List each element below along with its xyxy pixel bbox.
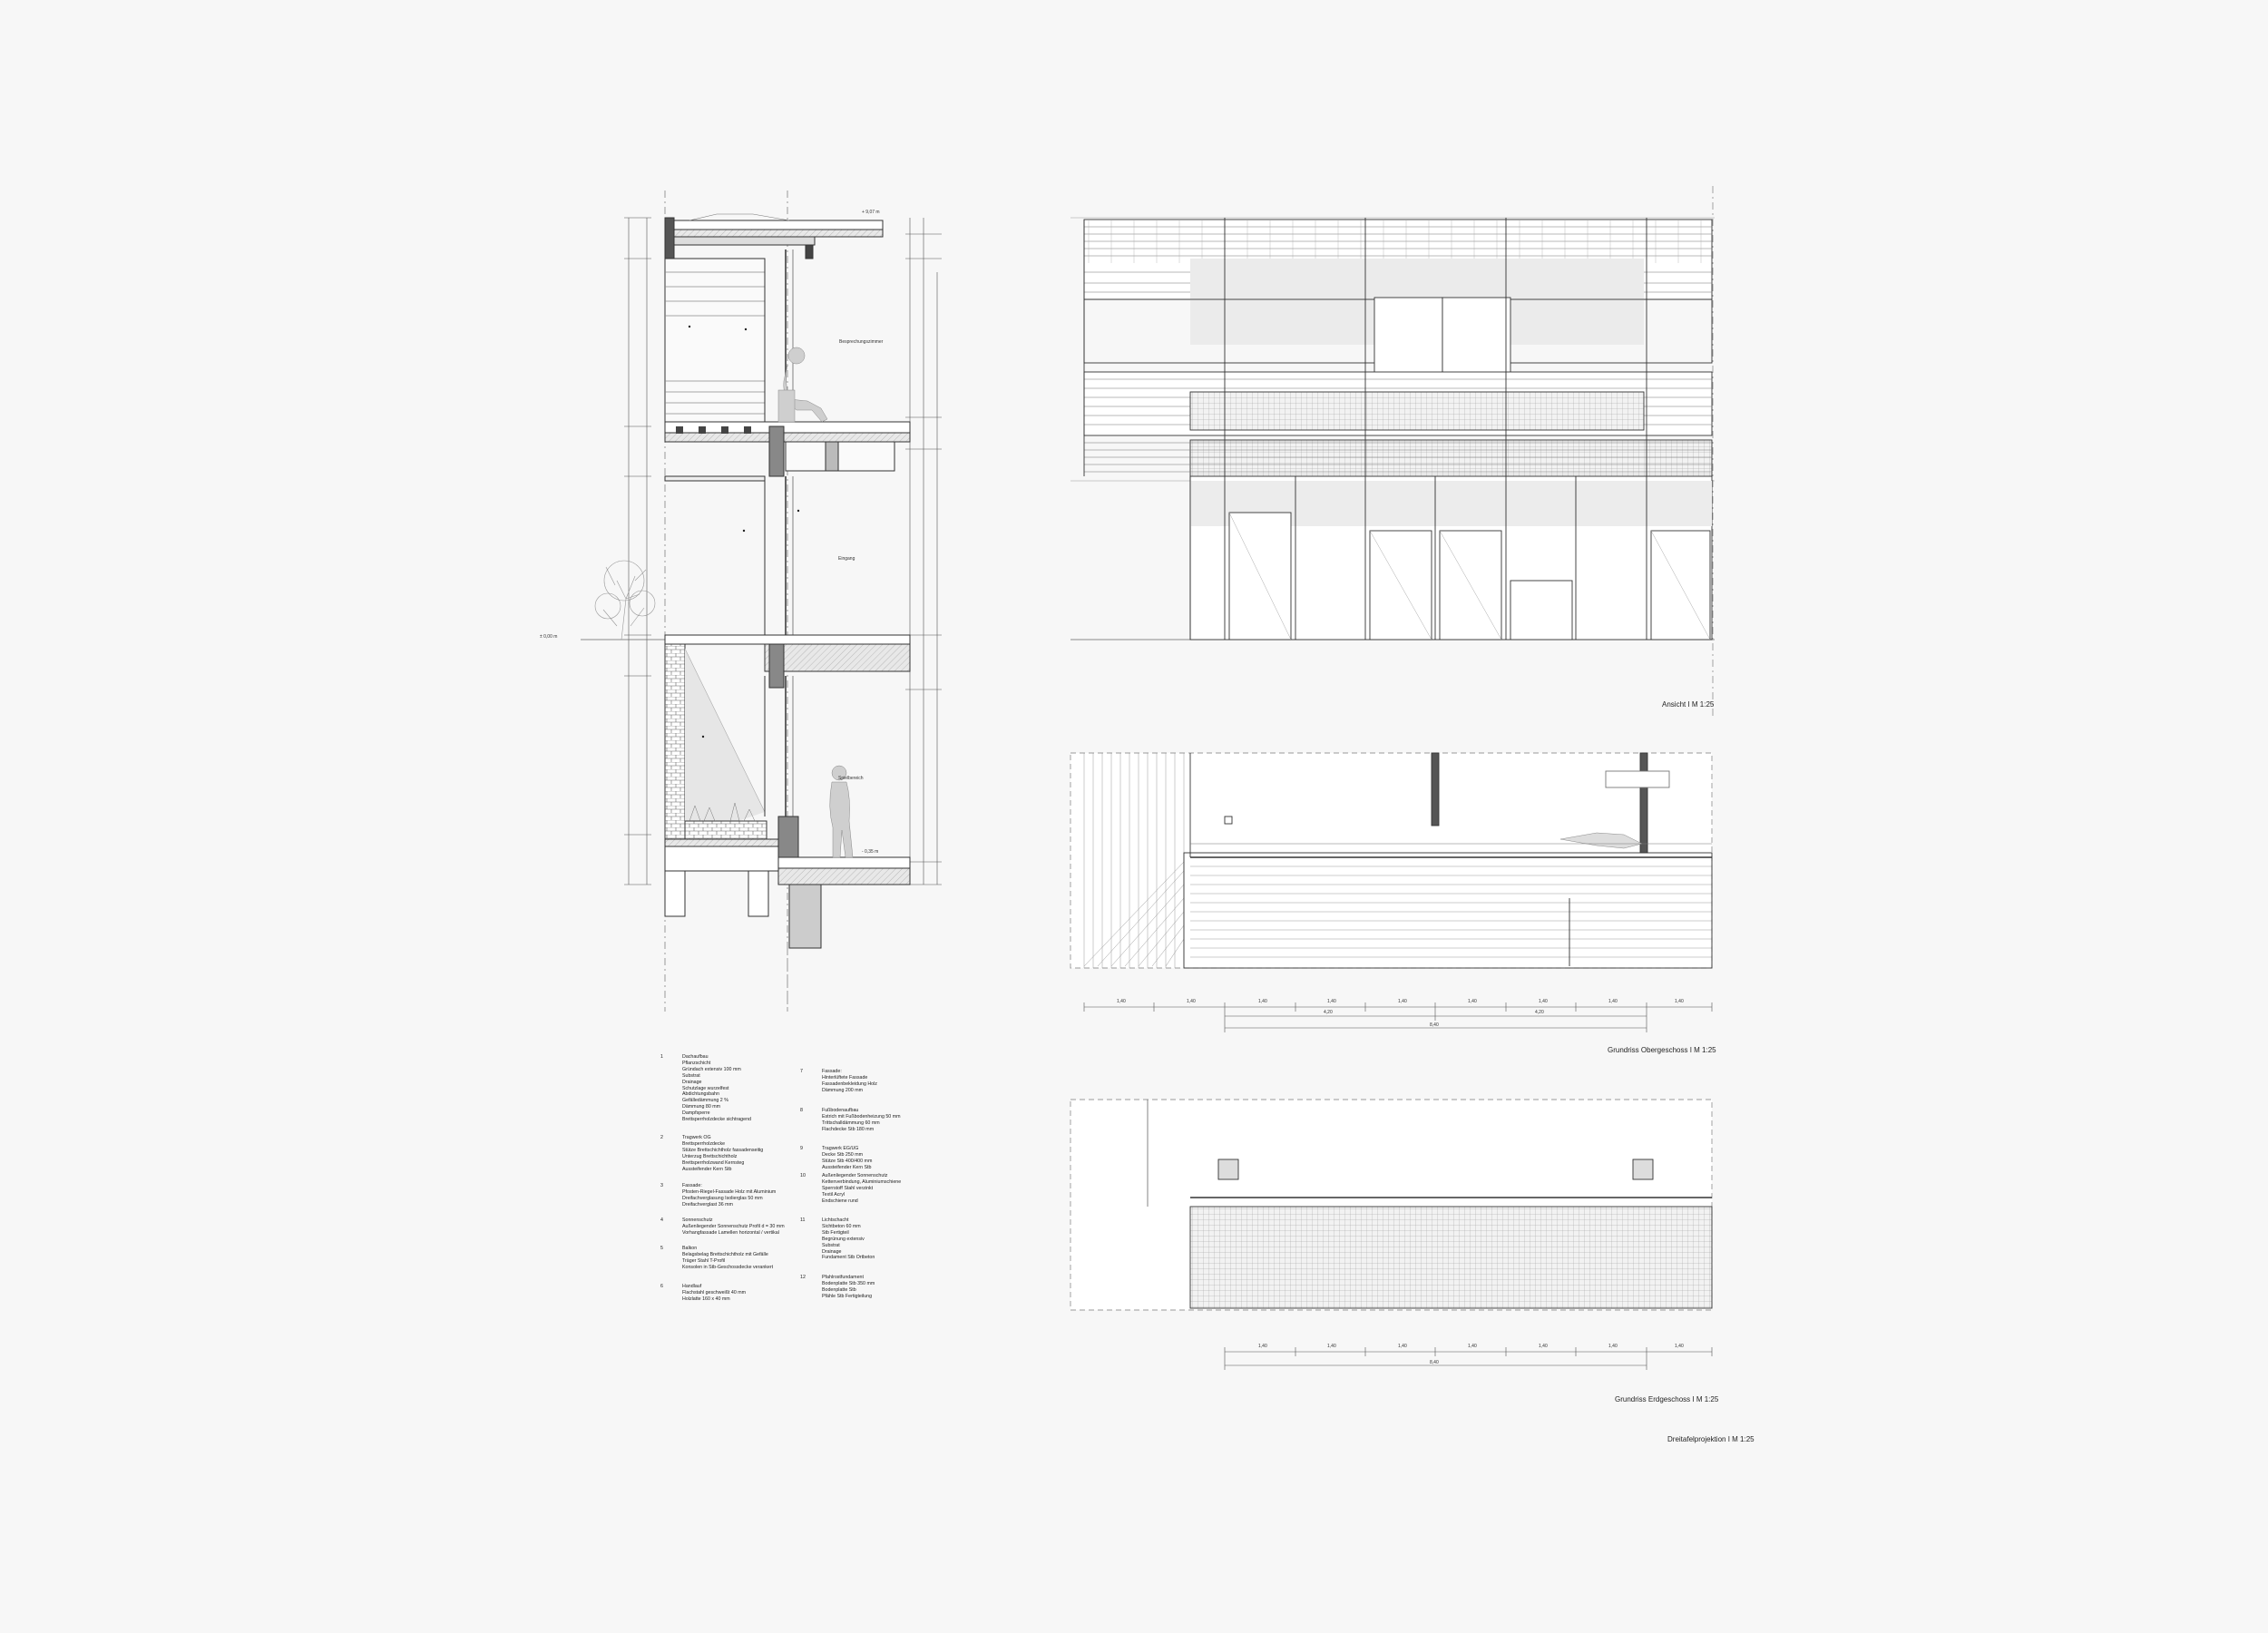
dimension-label-total: 8,40 [1430,1022,1439,1028]
dimension-label: 1,40 [1675,999,1684,1004]
wall-section-drawing [581,191,942,1012]
level-mark-ground: ± 0,00 m [540,634,558,640]
elevation-drawing [1070,186,1715,717]
level-mark-basement: - 0,35 m [862,849,879,855]
room-label-eingang: Eingang [838,556,855,562]
person-sitting-figure [777,347,828,423]
dimension-label: 1,40 [1608,1344,1618,1349]
upper-plan-title: Grundriss Obergeschoss I M 1:25 [1608,1046,1716,1054]
room-label-besprechungszimmer: Besprechungszimmer [839,339,884,345]
level-mark-roof: + 9,07 m [862,210,880,215]
dimension-label: 1,40 [1258,999,1267,1004]
dimension-label: 1,40 [1327,1344,1336,1349]
dimension-label: 1,40 [1398,1344,1407,1349]
elevation-title: Ansicht I M 1:25 [1662,700,1715,709]
dimension-label: 1,40 [1675,1344,1684,1349]
dimension-label: 1,40 [1187,999,1196,1004]
dimension-label: 1,40 [1468,999,1477,1004]
dimension-label: 1,40 [1608,999,1618,1004]
tree-sketch [594,560,656,640]
dimension-label: 1,40 [1398,999,1407,1004]
dimension-label: 1,40 [1539,1344,1548,1349]
upper-floor-plan [1070,752,1713,1032]
dimension-label: 1,40 [1327,999,1336,1004]
dimension-label-half: 4,20 [1535,1010,1544,1015]
sheet-title: Dreitafelprojektion I M 1:25 [1667,1435,1755,1443]
room-label-spielbereich: Spielbereich [838,776,864,781]
dimension-label-half: 4,20 [1324,1010,1333,1015]
ground-floor-plan [1070,1099,1713,1370]
person-standing-figure [829,765,854,858]
dimension-label: 1,40 [1258,1344,1267,1349]
dimension-label-total: 8,40 [1430,1360,1439,1365]
dimension-label: 1,40 [1468,1344,1477,1349]
dimension-label: 1,40 [1117,999,1126,1004]
dimension-label: 1,40 [1539,999,1548,1004]
ground-plan-title: Grundriss Erdgeschoss I M 1:25 [1615,1395,1719,1403]
